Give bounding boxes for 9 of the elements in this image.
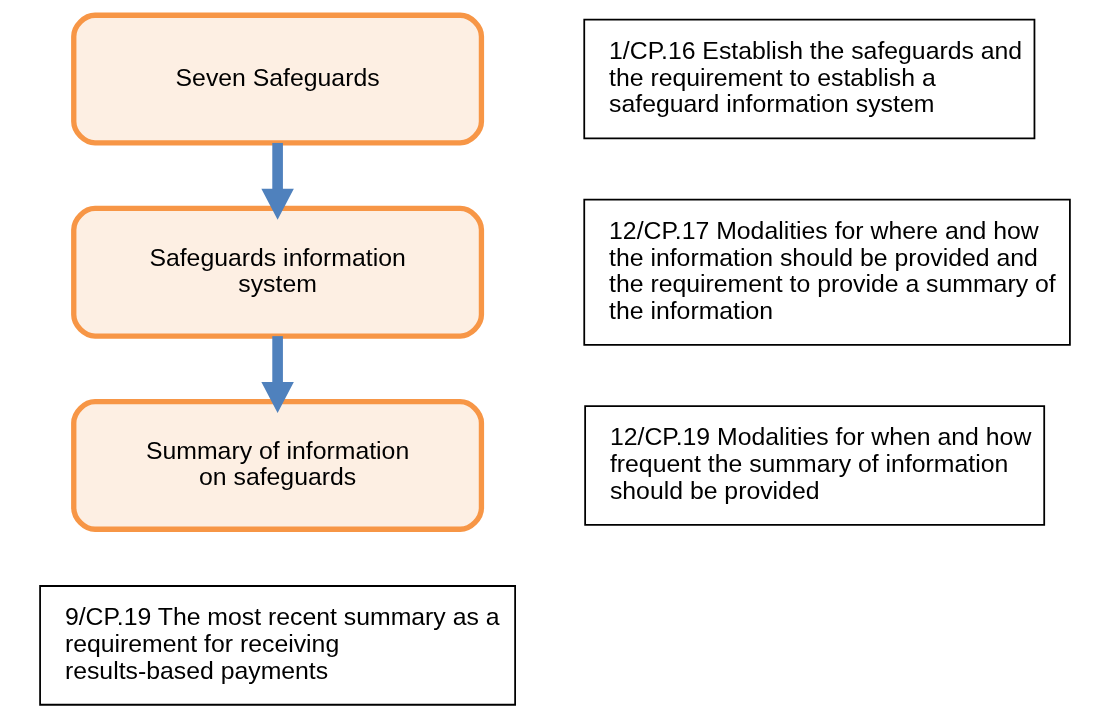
arrow — [261, 142, 294, 220]
node-box: 12/CP.19 Modalities for when and how frequent the summary of information should be provided — [584, 405, 1046, 526]
node-box: 9/CP.19 The most recent summary as a requirement for receiving results-based payments — [39, 585, 516, 706]
node-box: Safeguards information system — [71, 205, 485, 339]
node-box: Summary of information on safeguards — [71, 399, 485, 532]
node-box: 12/CP.17 Modalities for where and how the information should be provided and the requirement to provide a summary of the information — [583, 198, 1071, 346]
node-box: Seven Safeguards — [71, 12, 485, 146]
node-box: 1/CP.16 Establish the safeguards and the requirement to establish a safeguard information system — [583, 18, 1036, 140]
arrow — [261, 336, 294, 413]
